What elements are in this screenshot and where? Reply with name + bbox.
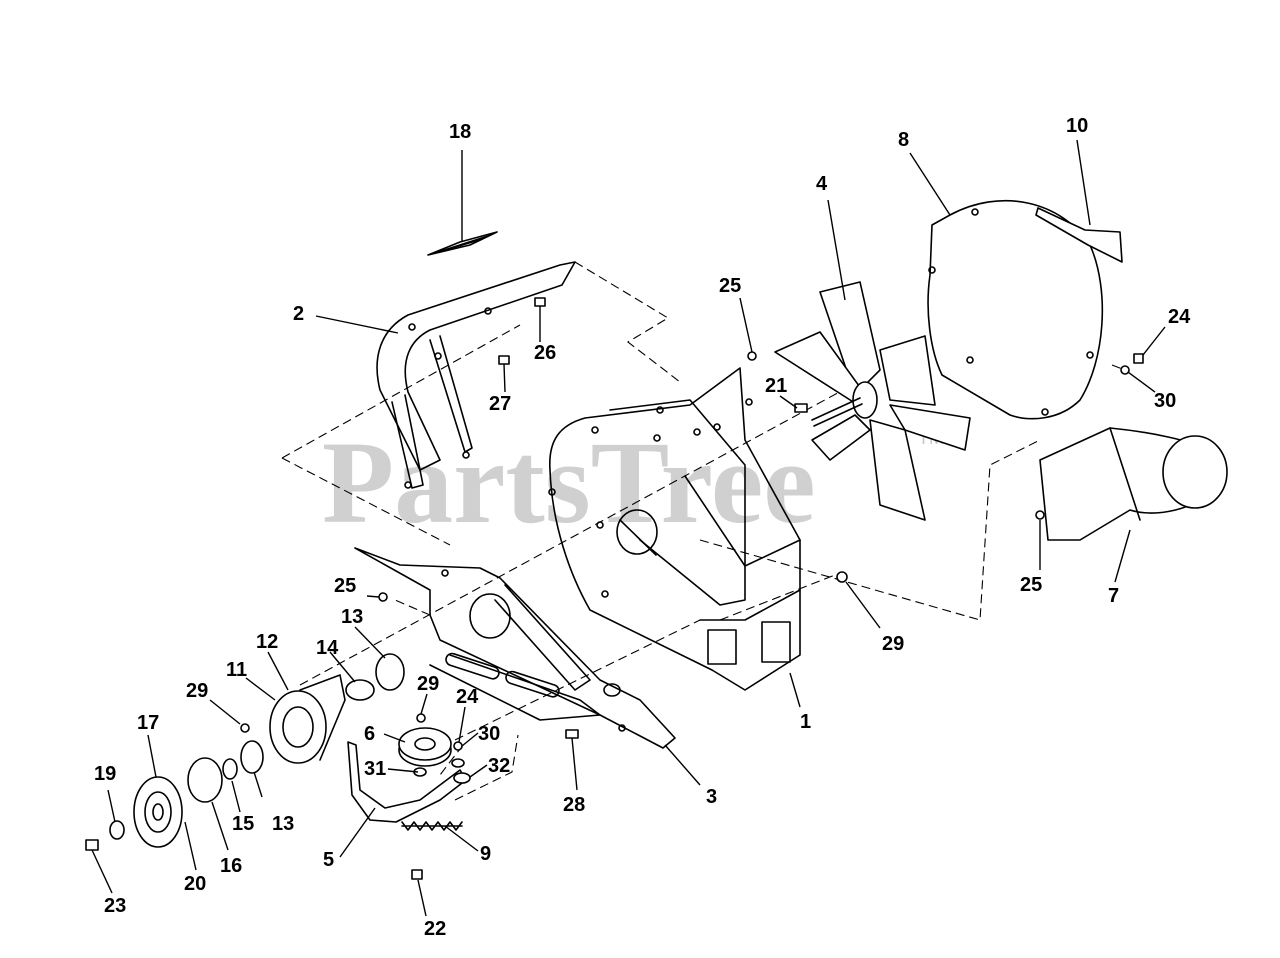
callout-29-left: 29 — [186, 680, 208, 702]
callout-28: 28 — [563, 794, 585, 816]
callout-labels: 1 2 3 4 5 6 7 8 9 10 11 12 13 13 14 15 1… — [94, 115, 1191, 940]
bolt-27 — [498, 355, 510, 365]
callout-29-right: 29 — [882, 633, 904, 655]
callout-2: 2 — [293, 303, 304, 325]
bearing-housing — [269, 674, 346, 764]
callout-22: 22 — [424, 918, 446, 940]
callout-21: 21 — [765, 375, 787, 397]
callout-17: 17 — [137, 712, 159, 734]
callout-4: 4 — [816, 173, 828, 195]
callout-12: 12 — [256, 631, 278, 653]
callout-24-lower: 24 — [456, 686, 479, 708]
fasteners — [240, 351, 1144, 880]
callout-24-right: 24 — [1168, 306, 1191, 328]
discharge-chute — [1039, 427, 1228, 541]
callout-1: 1 — [800, 711, 811, 733]
idler-pulley — [398, 727, 452, 767]
impeller — [774, 281, 971, 521]
tab-part — [1035, 207, 1123, 263]
bolt-26 — [534, 297, 546, 307]
callout-6: 6 — [364, 723, 375, 745]
washer-16 — [187, 757, 223, 803]
back-plate — [927, 199, 1104, 420]
upper-housing-bracket — [376, 261, 576, 489]
callout-25-chute: 25 — [1020, 574, 1042, 596]
callout-9: 9 — [480, 843, 491, 865]
callout-18: 18 — [449, 121, 471, 143]
callout-10: 10 — [1066, 115, 1088, 137]
callout-30-lower: 30 — [478, 723, 500, 745]
callout-5: 5 — [323, 849, 334, 871]
spacer-14 — [345, 679, 375, 701]
drive-pulley — [133, 776, 183, 848]
callout-8: 8 — [898, 129, 909, 151]
callout-14: 14 — [316, 637, 339, 659]
callout-3: 3 — [706, 786, 717, 808]
callout-32: 32 — [488, 755, 510, 777]
washer-13-upper — [375, 653, 405, 691]
callout-11: 11 — [226, 659, 247, 681]
callout-20: 20 — [184, 873, 206, 895]
callout-27: 27 — [489, 393, 511, 415]
callout-26: 26 — [534, 342, 556, 364]
callout-16: 16 — [220, 855, 242, 877]
callout-25-left: 25 — [334, 575, 356, 597]
partstree-watermark: PartsTree — [322, 417, 816, 548]
callout-19: 19 — [94, 763, 116, 785]
leader-lines — [91, 139, 1166, 917]
lower-bracket — [354, 547, 676, 749]
decal-part — [427, 231, 498, 256]
callout-31: 31 — [364, 758, 386, 780]
callout-25-top: 25 — [719, 275, 741, 297]
spring — [401, 821, 463, 831]
washer-19 — [109, 820, 125, 840]
callout-13-lower: 13 — [272, 813, 294, 835]
callout-30-right: 30 — [1154, 390, 1176, 412]
callout-7: 7 — [1108, 585, 1119, 607]
callout-29-middle: 29 — [417, 673, 439, 695]
washer-13-lower — [240, 740, 264, 774]
blower-housing — [548, 367, 801, 691]
bolt-23 — [85, 839, 99, 851]
callout-23: 23 — [104, 895, 126, 917]
assembly-dashed-lines — [281, 261, 1126, 801]
callout-13-upper: 13 — [341, 606, 363, 628]
ring-15 — [222, 758, 238, 780]
callout-15: 15 — [232, 813, 254, 835]
